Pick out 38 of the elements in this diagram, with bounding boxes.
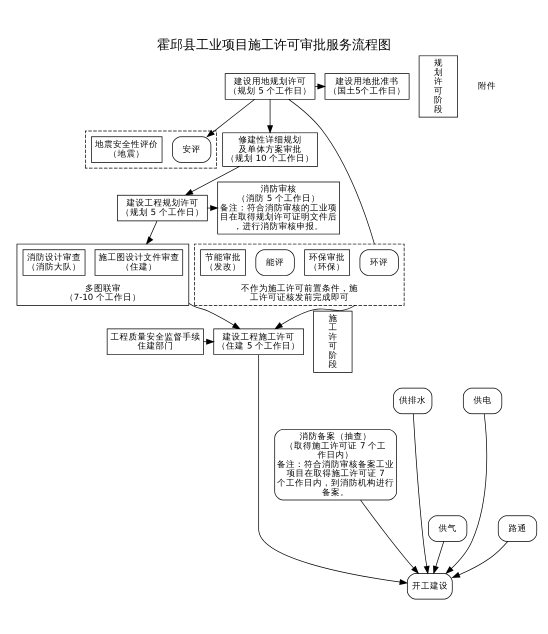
connector — [288, 98, 375, 244]
node-box: 施工图设计文件审查 （住建） — [94, 248, 184, 276]
node-box: 环保审批 （环保） — [304, 248, 350, 276]
node-box: 能评 — [255, 248, 295, 276]
node-box: 地震安全性评价 （地震） — [91, 136, 162, 162]
arrow — [267, 98, 274, 134]
label: 附件 — [478, 81, 496, 92]
arrow — [146, 220, 158, 244]
arrow — [258, 354, 408, 584]
node-box: 消防审核 （消防 5 个工作日） 备注：符合消防审核的工业项目在取得规划许可证明文件后，进行消防审核申报。 — [217, 181, 340, 234]
arrow — [314, 82, 326, 89]
diagram-title: 霍邱县工业项目施工许可审批服务流程图 — [157, 37, 391, 52]
arrow — [452, 540, 508, 578]
node-box: 供气 — [428, 514, 468, 542]
node-box: 供排水 — [393, 387, 432, 414]
node-box: 工程质量安全监督手续 住建部门 — [106, 328, 204, 354]
arrow — [188, 302, 241, 329]
arrow — [206, 98, 255, 137]
node-box: 建设用地规划许可 （规划 5 个工作日） — [224, 72, 316, 100]
arrow — [360, 499, 420, 574]
node-box: 消防备案（抽查） （取得施工许可证 7 个工作日内） 备注：符合消防审核备案工业项目在取得施工许可证 7 个工作日内，到消防机构进行备案。 — [274, 428, 397, 500]
arrow — [433, 540, 444, 574]
node-box: 安评 — [172, 136, 212, 162]
node-box: 供电 — [462, 387, 502, 414]
arrow — [412, 412, 430, 574]
arrow — [207, 204, 219, 211]
node-box: 建设工程施工许可 （住建 5 个工作日） — [213, 328, 304, 354]
node-box: 建设工程规划许可 （规划 5 个工作日） — [117, 194, 208, 221]
node-box: 环评 — [360, 248, 399, 276]
arrow — [445, 413, 488, 574]
node-box: 规划许可阶段 — [418, 54, 458, 117]
node-box: 开工建设 — [406, 572, 453, 599]
node-box: 施工许可阶段 — [313, 310, 352, 372]
node-box: 建设用地批准书 （国土5个工作日） — [324, 72, 410, 100]
node-box: 消防设计审查 （消防大队） — [22, 248, 86, 276]
node-box: 路通 — [498, 514, 538, 542]
node-box: 修建性详细规划 及单体方案审批 （规划 10 个工作日） — [222, 132, 318, 166]
node-box: 节能审批 （发改） — [200, 248, 246, 276]
